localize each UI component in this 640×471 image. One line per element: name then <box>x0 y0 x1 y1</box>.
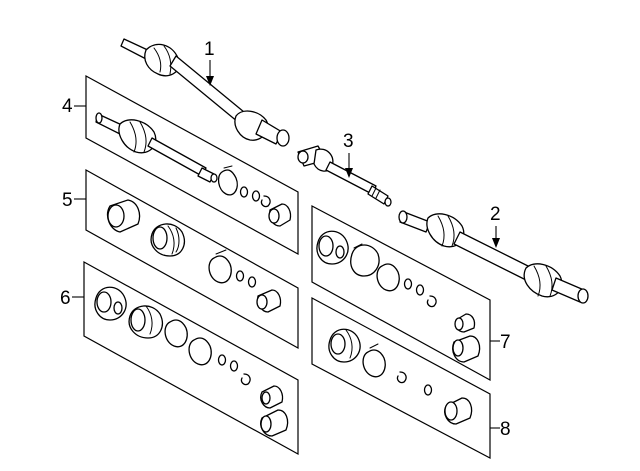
panel-kit-7[interactable] <box>311 205 491 382</box>
callout-3: 3 <box>343 131 354 178</box>
callout-5: 5 <box>62 190 86 211</box>
svg-text:8: 8 <box>500 419 511 440</box>
svg-text:3: 3 <box>343 131 354 152</box>
panel-kit-8[interactable] <box>311 296 491 459</box>
callout-6: 6 <box>60 288 84 309</box>
panel-kit-5[interactable] <box>85 168 299 350</box>
svg-text:2: 2 <box>490 204 501 225</box>
callout-4: 4 <box>62 96 86 117</box>
svg-text:7: 7 <box>500 332 511 353</box>
callout-2: 2 <box>490 204 501 248</box>
intermediate-shaft-3[interactable] <box>297 145 392 207</box>
callout-8: 8 <box>490 419 511 440</box>
panel-kit-4[interactable] <box>85 74 299 256</box>
svg-text:6: 6 <box>60 288 71 309</box>
panel-kit-6[interactable] <box>83 260 299 456</box>
svg-text:1: 1 <box>204 39 215 60</box>
callout-7: 7 <box>490 332 511 353</box>
svg-text:5: 5 <box>62 190 73 211</box>
axle-shaft-1[interactable] <box>120 38 290 147</box>
callout-1: 1 <box>204 39 215 86</box>
svg-text:4: 4 <box>62 96 73 117</box>
axle-shaft-2[interactable] <box>398 210 589 304</box>
